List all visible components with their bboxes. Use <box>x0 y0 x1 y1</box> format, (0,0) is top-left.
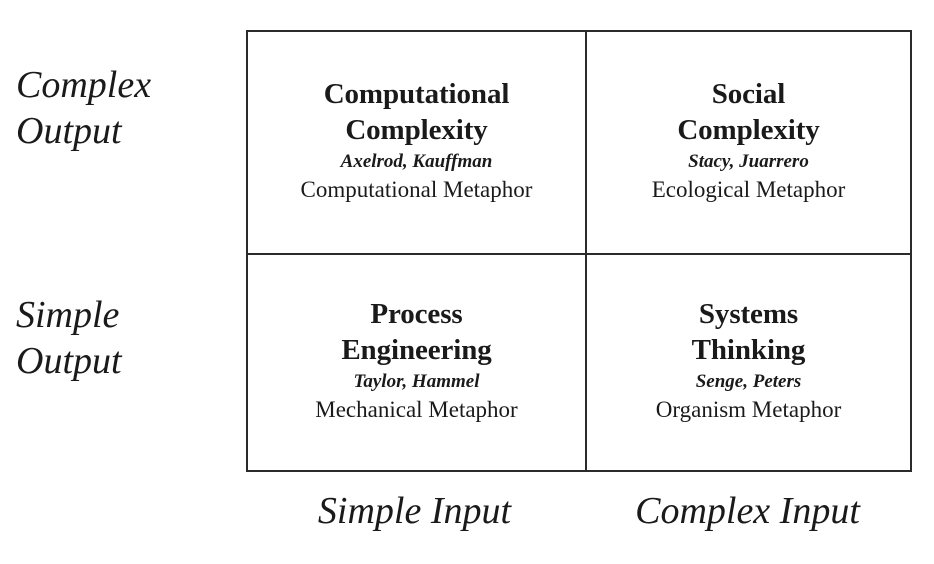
quadrant-authors: Axelrod, Kauffman <box>340 150 493 172</box>
quadrant-metaphor: Organism Metaphor <box>655 396 842 422</box>
y-axis-label-complex-output: Complex Output <box>16 64 152 152</box>
quadrant-grid: Computational Complexity Axelrod, Kauffm… <box>246 30 912 472</box>
x-axis-label-simple-input: Simple Input <box>317 490 512 532</box>
quadrant-metaphor: Ecological Metaphor <box>651 176 846 202</box>
quadrant-metaphor: Mechanical Metaphor <box>315 396 518 422</box>
quadrant-metaphor: Computational Metaphor <box>300 176 533 202</box>
quadrant-title: Systems Thinking <box>691 297 806 366</box>
x-axis-label-complex-input: Complex Input <box>635 490 860 532</box>
quadrant-title: Computational Complexity <box>323 77 510 146</box>
quadrant-title: Process Engineering <box>341 297 492 366</box>
quadrant-authors: Senge, Peters <box>695 370 802 392</box>
quadrant-process-engineering[interactable]: Process Engineering Taylor, Hammel Mecha… <box>248 253 585 470</box>
quadrant-systems-thinking[interactable]: Systems Thinking Senge, Peters Organism … <box>585 253 910 470</box>
quadrant-authors: Stacy, Juarrero <box>688 150 809 172</box>
quadrant-title: Social Complexity <box>677 77 820 146</box>
quadrant-computational-complexity[interactable]: Computational Complexity Axelrod, Kauffm… <box>248 32 585 253</box>
quadrant-social-complexity[interactable]: Social Complexity Stacy, Juarrero Ecolog… <box>585 32 910 253</box>
y-axis-label-simple-output: Simple Output <box>16 294 122 382</box>
quadrant-authors: Taylor, Hammel <box>353 370 480 392</box>
